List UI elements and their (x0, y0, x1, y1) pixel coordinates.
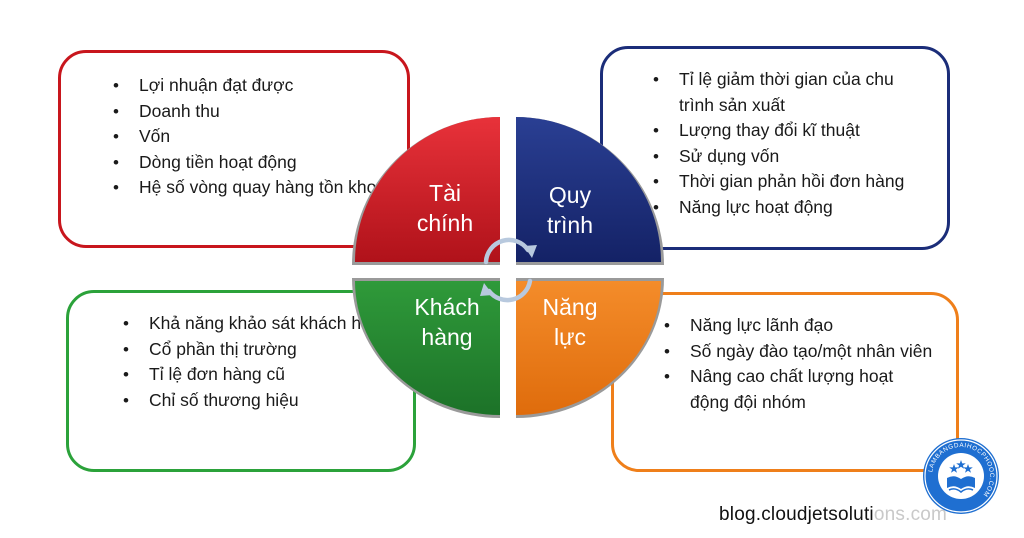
process-label: Quy trình (546, 182, 594, 238)
graduation-book-stars-icon (947, 460, 975, 494)
list-item: Dòng tiền hoạt động (109, 150, 385, 176)
list-item: Cổ phần thị trường (119, 337, 393, 363)
cycle-arrows-icon (483, 237, 533, 303)
process-box: Tỉ lệ giảm thời gian của chu trình sản x… (600, 46, 950, 250)
list-item: Tỉ lệ đơn hàng cũ (119, 362, 393, 388)
site-logo: LAMBANGDAIHOCPHOOC.COM (923, 438, 999, 514)
capability-quadrant (516, 281, 661, 415)
list-item: Doanh thu (109, 99, 385, 125)
list-item: Lợi nhuận đạt được (109, 73, 385, 99)
list-item: Sử dụng vốn (649, 144, 927, 170)
list-item: Vốn (109, 124, 385, 150)
list-item: Thời gian phản hồi đơn hàng (649, 169, 927, 195)
finance-label: Tài chính (416, 180, 474, 236)
list-item: Nâng cao chất lượng hoạt động đội nhóm (660, 364, 936, 415)
capability-label: Năng lực (542, 294, 598, 350)
list-item: Tỉ lệ giảm thời gian của chu trình sản x… (649, 67, 927, 118)
list-item: Năng lực hoạt động (649, 195, 927, 221)
finance-box: Lợi nhuận đạt được Doanh thu Vốn Dòng ti… (58, 50, 410, 248)
cycle-arrowheads-icon (480, 245, 537, 296)
customer-box: Khả năng khảo sát khách hàng Cổ phần thị… (66, 290, 416, 472)
watermark: blog.cloudjetsolutions.com (719, 504, 948, 525)
list-item: Chỉ số thương hiệu (119, 388, 393, 414)
list-item: Hệ số vòng quay hàng tồn kho (109, 175, 385, 201)
process-quadrant (516, 117, 661, 262)
list-item: Khả năng khảo sát khách hàng (119, 311, 393, 337)
customer-label: Khách hàng (414, 294, 480, 350)
customer-quadrant (355, 281, 500, 415)
list-item: Số ngày đào tạo/một nhân viên (660, 339, 936, 365)
list-item: Lượng thay đổi kĩ thuật (649, 118, 927, 144)
list-item: Năng lực lãnh đạo (660, 313, 936, 339)
finance-quadrant (355, 117, 500, 262)
